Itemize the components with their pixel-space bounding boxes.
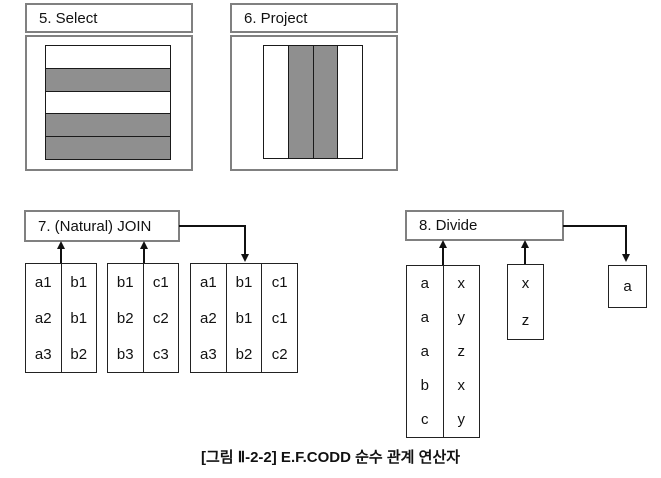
table-cell: a3 bbox=[199, 345, 217, 363]
project-relation-columns bbox=[263, 45, 363, 159]
join-result-table-col-b: b1 b1 b2 bbox=[227, 264, 263, 372]
table-cell: a1 bbox=[199, 273, 217, 291]
join-input2-arrow-line bbox=[143, 248, 145, 263]
table-cell: a bbox=[420, 308, 429, 326]
project-col-4 bbox=[337, 45, 363, 159]
divide-divisor-table: x z bbox=[507, 264, 544, 340]
select-panel-title-bar: 5. Select bbox=[25, 3, 193, 33]
table-cell: b2 bbox=[116, 309, 134, 327]
divide-dividend-col-a: a a a b c bbox=[407, 266, 444, 437]
table-cell: c1 bbox=[152, 273, 169, 291]
project-panel-title-bar: 6. Project bbox=[230, 3, 398, 33]
table-cell: b3 bbox=[116, 345, 134, 363]
table-cell: a2 bbox=[199, 309, 217, 327]
table-cell: b1 bbox=[235, 309, 253, 327]
table-cell: x bbox=[457, 377, 466, 395]
divide-output-arrow-hline bbox=[563, 225, 627, 227]
table-cell: b2 bbox=[235, 345, 253, 363]
divide-input2-arrow-line bbox=[524, 247, 526, 264]
join-input1-arrowhead-up-icon bbox=[57, 241, 65, 249]
join-output-arrow-vline bbox=[244, 225, 246, 254]
divide-result-table: a bbox=[608, 265, 647, 308]
table-cell: b bbox=[420, 377, 429, 395]
join-output-arrowhead-down-icon bbox=[241, 254, 249, 262]
table-cell: y bbox=[457, 308, 466, 326]
divide-label-box: 8. Divide bbox=[405, 210, 564, 241]
table-cell: a bbox=[420, 274, 429, 292]
table-cell: c1 bbox=[271, 273, 288, 291]
select-row-4 bbox=[45, 113, 171, 138]
join-label-box: 7. (Natural) JOIN bbox=[24, 210, 180, 242]
select-row-3 bbox=[45, 90, 171, 115]
join-left-table: a1 a2 a3 b1 b1 b2 bbox=[25, 263, 97, 373]
divide-dividend-table: a a a b c x y z x y bbox=[406, 265, 480, 438]
divide-divisor-col: x z bbox=[508, 265, 543, 339]
join-result-table: a1 a2 a3 b1 b1 b2 c1 c1 c2 bbox=[190, 263, 298, 373]
table-cell: b2 bbox=[70, 345, 88, 363]
table-cell: z bbox=[521, 312, 530, 329]
join-right-table-col-c: c1 c2 c3 bbox=[144, 264, 179, 372]
table-cell: y bbox=[457, 411, 466, 429]
select-row-2 bbox=[45, 67, 171, 92]
divide-output-arrow-vline bbox=[625, 225, 627, 254]
table-cell: z bbox=[457, 343, 466, 360]
join-left-table-col-a: a1 a2 a3 bbox=[26, 264, 62, 372]
table-cell: a3 bbox=[34, 345, 52, 363]
join-input1-arrow-line bbox=[60, 248, 62, 263]
divide-dividend-col-x: x y z x y bbox=[444, 266, 480, 437]
join-result-table-col-c: c1 c1 c2 bbox=[262, 264, 297, 372]
divide-input1-arrowhead-up-icon bbox=[439, 240, 447, 248]
table-cell: c3 bbox=[152, 345, 169, 363]
join-right-table: b1 b2 b3 c1 c2 c3 bbox=[107, 263, 179, 373]
join-output-arrow-hline bbox=[179, 225, 246, 227]
table-cell: b1 bbox=[70, 273, 88, 291]
select-row-5 bbox=[45, 136, 171, 160]
divide-input1-arrow-line bbox=[442, 247, 444, 265]
table-cell: c1 bbox=[271, 309, 288, 327]
table-cell: c bbox=[421, 411, 429, 429]
join-input2-arrowhead-up-icon bbox=[140, 241, 148, 249]
table-cell: b1 bbox=[116, 273, 134, 291]
table-cell: a bbox=[420, 343, 429, 360]
divide-input2-arrowhead-up-icon bbox=[521, 240, 529, 248]
table-cell: c2 bbox=[271, 345, 288, 363]
project-panel-title: 6. Project bbox=[244, 9, 308, 27]
join-label: 7. (Natural) JOIN bbox=[38, 217, 152, 235]
project-col-3 bbox=[312, 45, 339, 159]
divide-output-arrowhead-down-icon bbox=[622, 254, 630, 262]
join-left-table-col-b: b1 b1 b2 bbox=[62, 264, 97, 372]
join-right-table-col-b: b1 b2 b3 bbox=[108, 264, 144, 372]
table-cell: c2 bbox=[152, 309, 169, 327]
select-row-1 bbox=[45, 45, 171, 69]
table-cell: a bbox=[623, 278, 632, 295]
project-col-2 bbox=[287, 45, 314, 159]
table-cell: b1 bbox=[235, 273, 253, 291]
select-panel-title: 5. Select bbox=[39, 9, 98, 27]
join-result-table-col-a: a1 a2 a3 bbox=[191, 264, 227, 372]
table-cell: x bbox=[521, 275, 530, 292]
select-relation-rows bbox=[45, 45, 171, 160]
table-cell: x bbox=[457, 274, 466, 292]
divide-label: 8. Divide bbox=[419, 217, 478, 234]
table-cell: a2 bbox=[34, 309, 52, 327]
divide-result-col: a bbox=[609, 266, 646, 307]
figure-caption: [그림 Ⅱ-2-2] E.F.CODD 순수 관계 연산자 bbox=[200, 449, 461, 466]
table-cell: b1 bbox=[70, 309, 88, 327]
project-col-1 bbox=[263, 45, 289, 159]
table-cell: a1 bbox=[34, 273, 52, 291]
